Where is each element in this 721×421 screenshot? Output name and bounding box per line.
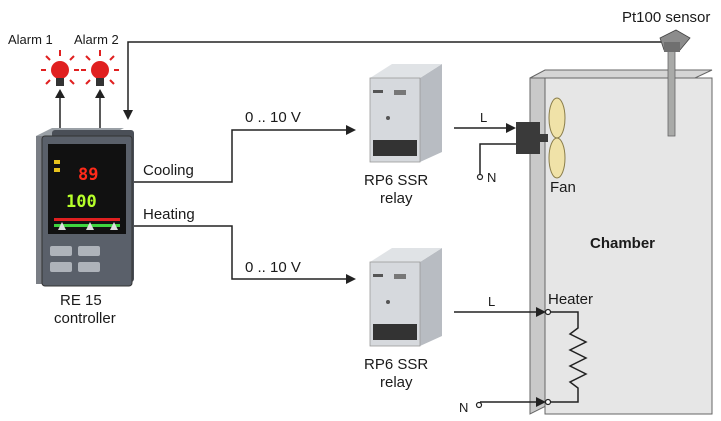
heating-signal-label: 0 .. 10 V [245, 259, 301, 276]
heater-label: Heater [548, 291, 593, 308]
heater-wiring [454, 307, 552, 409]
chamber-label: Chamber [590, 235, 655, 252]
pt100-sensor-icon [659, 29, 691, 137]
cooling-label: Cooling [143, 162, 194, 179]
alarm-1-bulb-icon [41, 50, 79, 86]
alarm-2-bulb-icon [81, 50, 119, 86]
fan-label: Fan [550, 179, 576, 196]
chamber-box [529, 69, 713, 415]
controller-name: RE 15 [60, 292, 102, 309]
fan-icon [548, 97, 566, 179]
relay-bottom-line2: relay [380, 374, 413, 391]
re15-controller: 89 100 [36, 128, 134, 287]
heating-signal-wire [134, 225, 356, 284]
controller-buttons [50, 246, 100, 272]
alarm-1-label: Alarm 1 [8, 32, 53, 47]
fan-wiring [454, 123, 516, 181]
alarm-arrows [55, 89, 105, 128]
controller-bargraph [54, 218, 120, 230]
relay-top-line1: RP6 SSR [364, 172, 428, 189]
fan-neutral-terminal-label: N [487, 170, 496, 185]
ssr-relay-bottom [369, 248, 442, 347]
cooling-signal-label: 0 .. 10 V [245, 109, 301, 126]
alarm-2-label: Alarm 2 [74, 32, 119, 47]
sensor-label: Pt100 sensor [622, 9, 710, 26]
heating-label: Heating [143, 206, 195, 223]
controller-display-top: 89 [78, 165, 98, 185]
ssr-relay-top [369, 64, 442, 163]
fan-line-terminal-label: L [480, 110, 487, 125]
heater-resistor-icon [551, 311, 588, 403]
fan-motor [516, 122, 548, 154]
controller-display-bottom: 100 [66, 192, 97, 212]
relay-top-line2: relay [380, 190, 413, 207]
heater-line-terminal-label: L [488, 294, 495, 309]
heater-neutral-terminal-label: N [459, 400, 468, 415]
controller-subtitle: controller [54, 310, 116, 327]
relay-bottom-line1: RP6 SSR [364, 356, 428, 373]
sensor-feedback-line [123, 41, 662, 120]
cooling-signal-wire [134, 125, 356, 183]
